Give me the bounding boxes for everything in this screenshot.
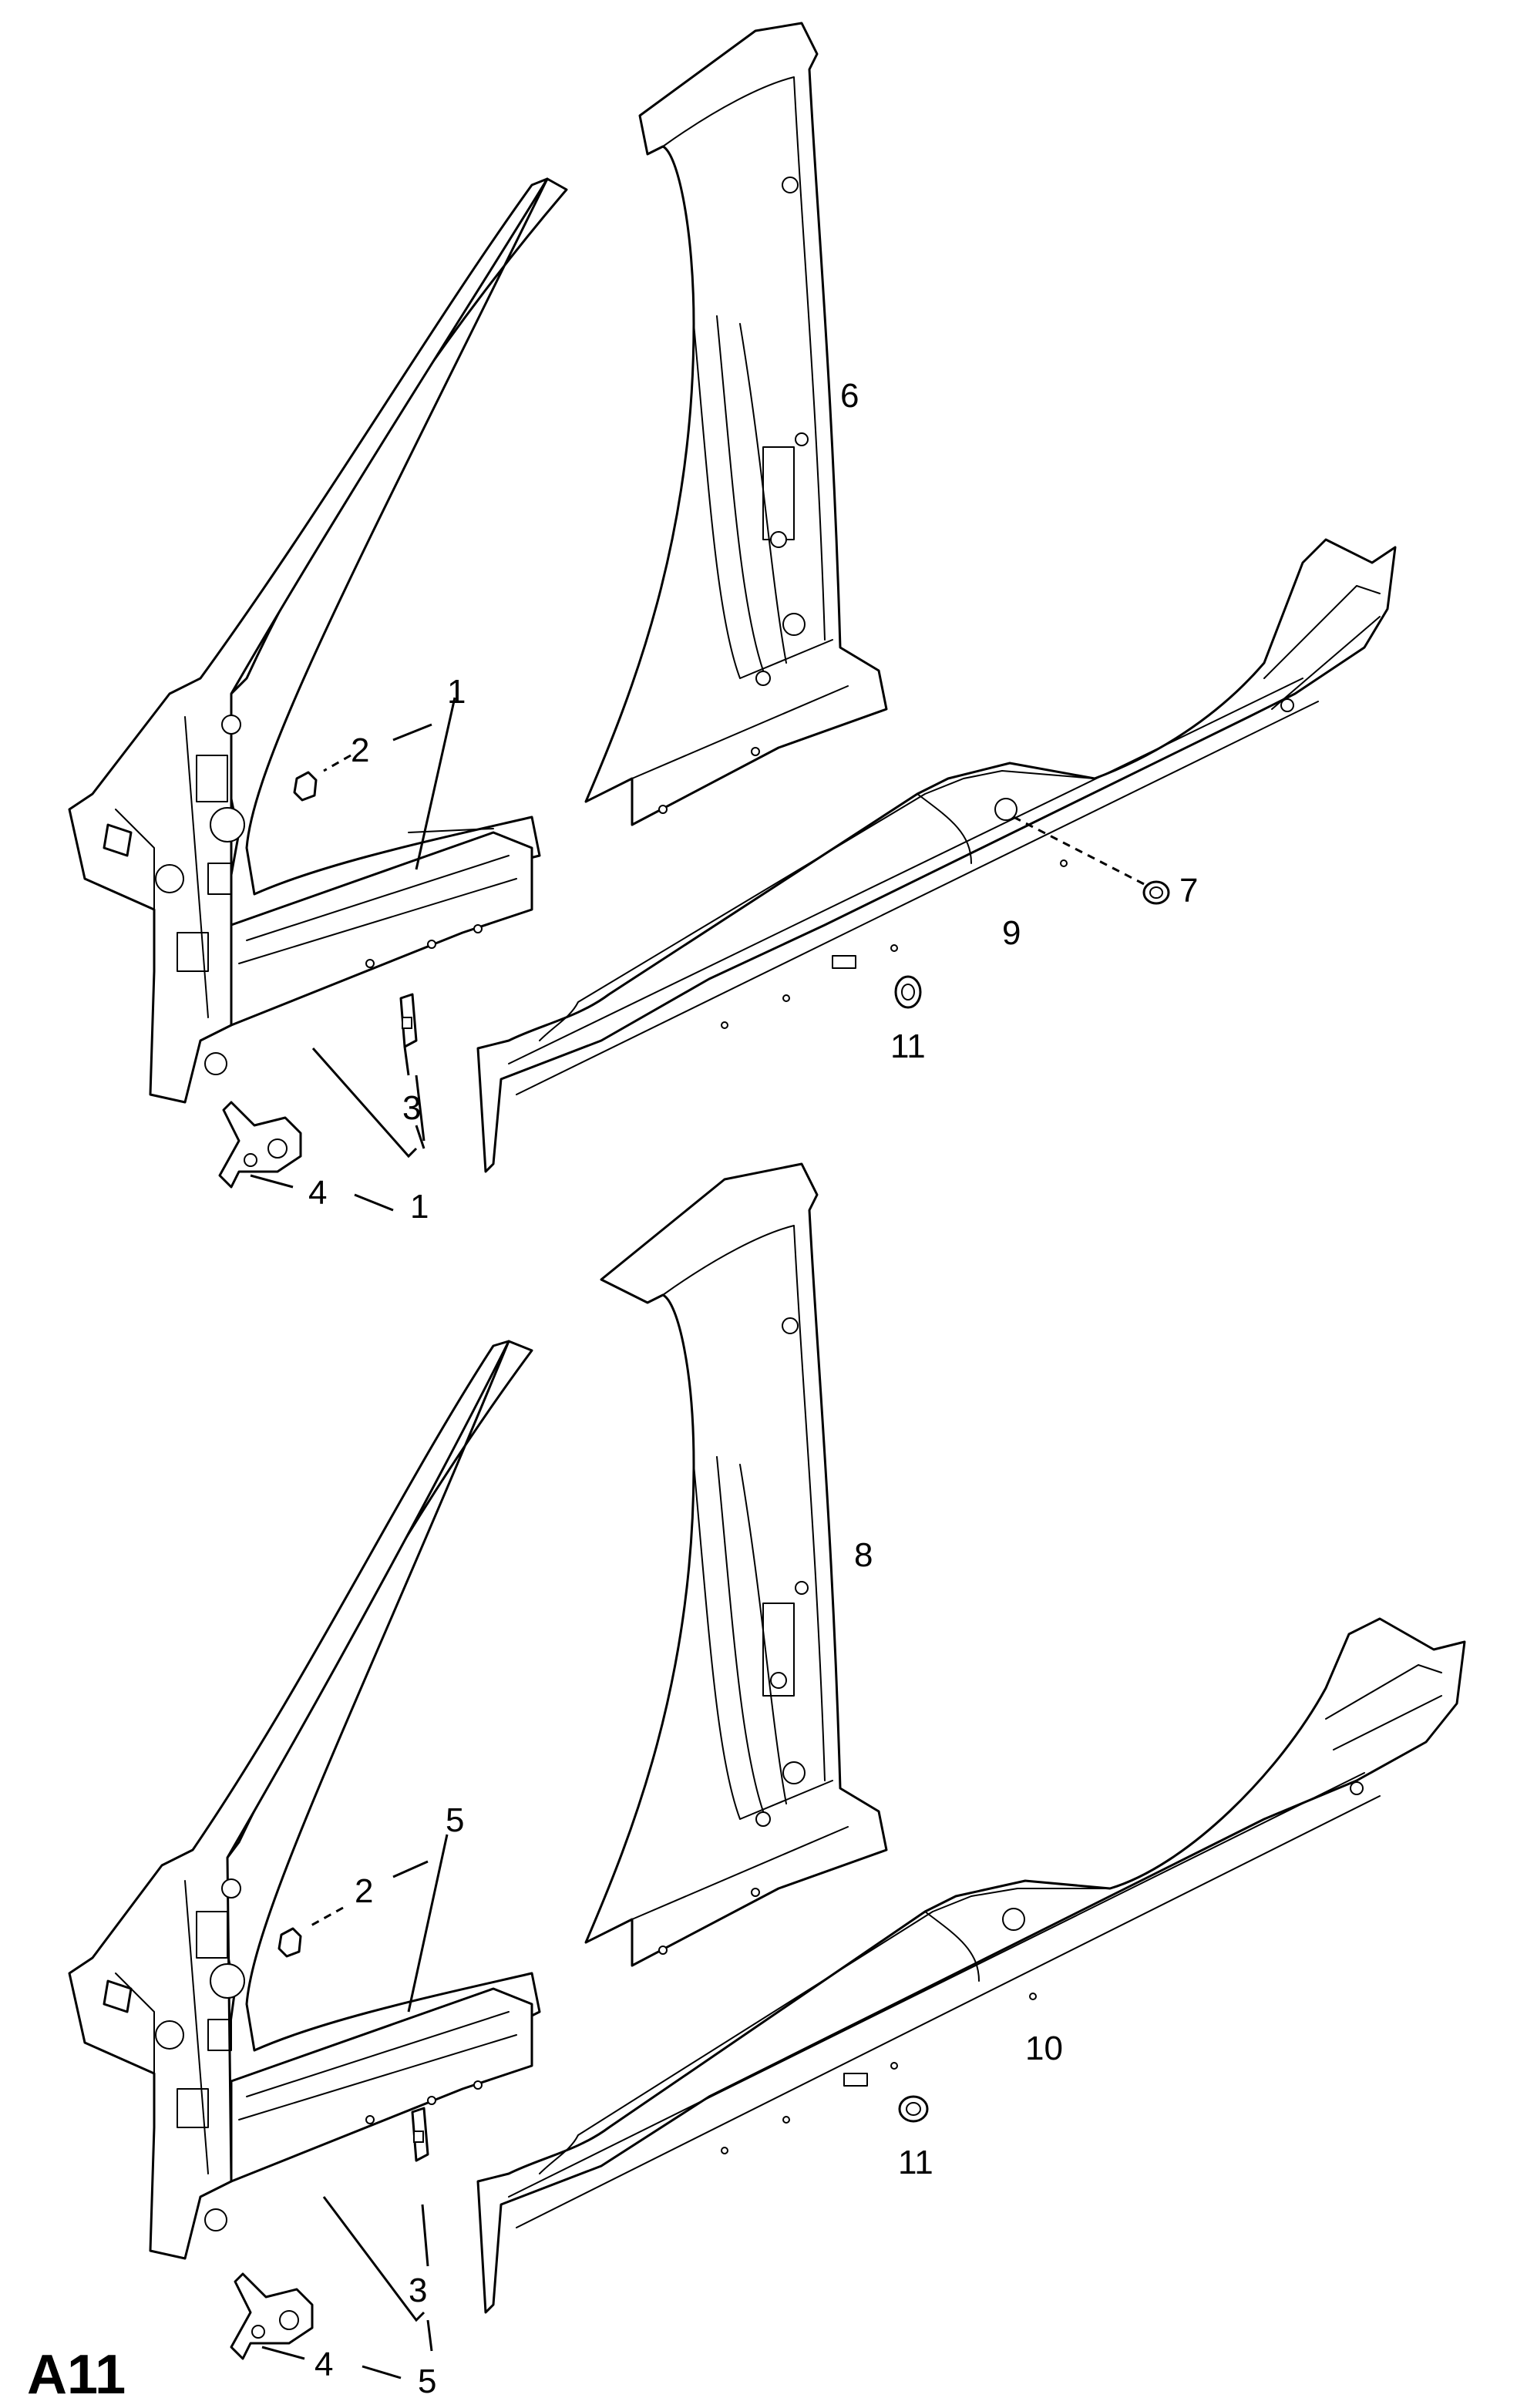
callout-11: 11	[898, 2144, 933, 2181]
leader-lines-upper	[250, 697, 1149, 1212]
callout-6: 6	[840, 377, 859, 415]
callout-5-bottom: 5	[418, 2363, 436, 2400]
callout-2: 2	[351, 731, 369, 769]
callout-1-bottom: 1	[410, 1188, 429, 1226]
bracket-part-3-upper	[399, 993, 418, 1048]
front-pillar-upper	[68, 177, 568, 1104]
grommet-part-7	[1142, 880, 1170, 905]
callout-5-top: 5	[446, 1801, 464, 1839]
callout-1-top: 1	[447, 673, 466, 711]
callout-3: 3	[409, 2272, 427, 2309]
center-pillar-upper	[584, 22, 888, 826]
upper-assembly: 1 2 3 4 1 6 7 9 11	[68, 22, 1397, 1226]
center-pillar-lower	[584, 1162, 888, 1967]
callout-4: 4	[308, 1174, 327, 1212]
leader-lines-lower	[261, 1834, 449, 2379]
callout-4: 4	[314, 2346, 333, 2383]
callout-8: 8	[854, 1536, 873, 1574]
callout-2: 2	[355, 1872, 373, 1910]
callout-11: 11	[890, 1027, 926, 1065]
callout-7: 7	[1179, 872, 1198, 910]
callout-9: 9	[1002, 914, 1021, 952]
clip-part-2-lower	[278, 1927, 302, 1958]
plug-part-11-upper	[894, 975, 922, 1009]
callout-3: 3	[402, 1089, 421, 1127]
rocker-sill-lower	[476, 1617, 1466, 2314]
lower-assembly: 5 2 3 4 5 8 10 11	[68, 1162, 1466, 2400]
clip-part-2-upper	[293, 771, 318, 802]
sheet-label: A11	[27, 2344, 126, 2406]
bracket-part-4-lower	[230, 2272, 314, 2360]
callout-10: 10	[1025, 2030, 1063, 2067]
front-pillar-lower	[68, 1340, 541, 2260]
bracket-part-3-lower	[411, 2107, 429, 2162]
plug-part-11-lower	[898, 2095, 929, 2123]
rocker-sill-upper	[476, 538, 1397, 1173]
bracket-part-4-upper	[218, 1101, 302, 1189]
